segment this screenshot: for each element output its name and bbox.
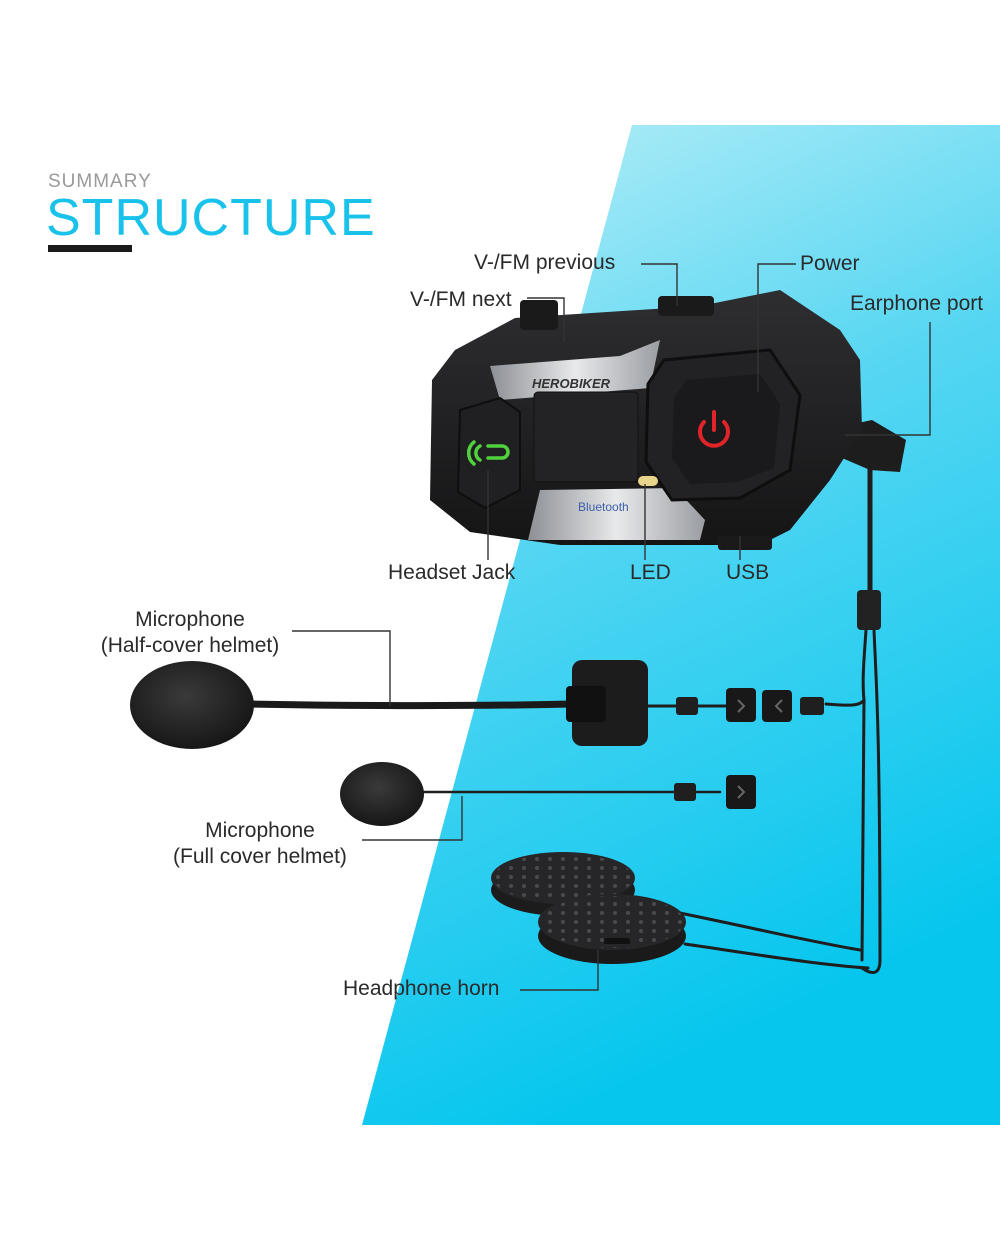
cable-harness — [418, 462, 882, 974]
label-microphone-half-line2: (Half-cover helmet) — [100, 634, 280, 657]
summary-eyebrow: SUMMARY — [48, 171, 152, 192]
title-underline — [48, 245, 132, 252]
headset-phone-icon — [466, 440, 510, 466]
microphone-full-cover — [340, 762, 424, 826]
label-microphone-half-line1: Microphone — [135, 608, 245, 631]
label-power: Power — [800, 252, 860, 275]
label-usb: USB — [726, 561, 770, 584]
label-microphone-half-cover: Microphone (Half-cover helmet) — [90, 607, 290, 659]
label-headphone-horn: Headphone horn — [343, 977, 500, 1000]
leader-lines — [292, 263, 931, 991]
connectors — [674, 688, 824, 809]
page-title: STRUCTURE — [46, 189, 376, 247]
microphone-half-cover — [130, 660, 648, 749]
label-earphone-port: Earphone port — [850, 292, 984, 315]
brand-mark: HEROBIKER — [532, 376, 611, 391]
label-vfm-next: V-/FM next — [410, 288, 512, 311]
headphone-speakers — [491, 852, 686, 964]
bluetooth-label: Bluetooth — [578, 500, 629, 514]
label-microphone-full-line2: (Full cover helmet) — [173, 845, 347, 868]
intercom-device: HEROBIKER Bluetooth — [430, 290, 862, 550]
label-vfm-previous: V-/FM previous — [474, 251, 616, 274]
power-icon — [698, 410, 730, 448]
label-led: LED — [630, 561, 671, 584]
label-microphone-full-line1: Microphone — [205, 819, 315, 842]
label-headset-jack: Headset Jack — [388, 561, 516, 584]
label-microphone-full-cover: Microphone (Full cover helmet) — [162, 818, 358, 870]
